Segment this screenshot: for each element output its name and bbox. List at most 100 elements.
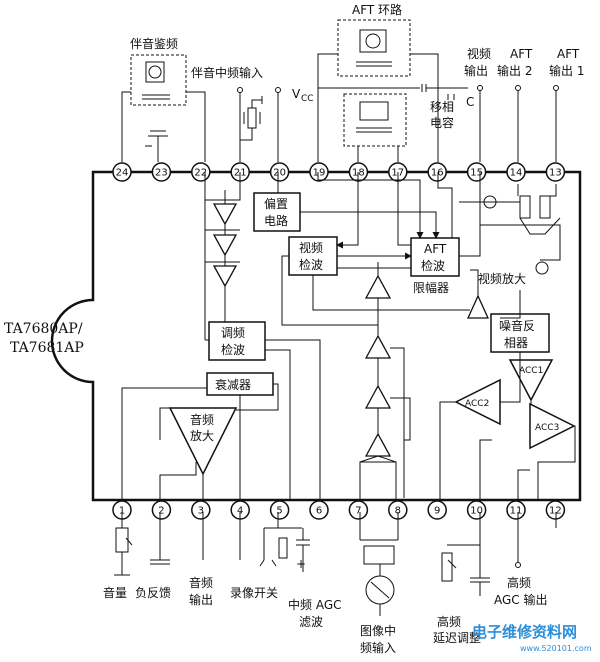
bottom-pin-circle-7 bbox=[348, 500, 369, 520]
fm-det-label-1: 调频 bbox=[221, 326, 245, 340]
top-pin-number-13: 13 bbox=[549, 168, 562, 179]
volume-label: 音量 bbox=[103, 585, 127, 600]
top-pin-circle-23 bbox=[151, 162, 172, 182]
top-pin-circle-15 bbox=[466, 162, 487, 182]
rf-agc-out-label-1: 高频 bbox=[507, 575, 531, 590]
aft-out2-label-1: AFT bbox=[510, 47, 533, 61]
image-if-label-2: 频输入 bbox=[360, 640, 396, 655]
aft-loop-label: AFT 环路 bbox=[352, 2, 402, 17]
image-if-label-1: 图像中 bbox=[360, 623, 396, 638]
rf-agc-delay-label-2: 延迟调整 bbox=[433, 630, 481, 645]
bottom-pin-number-4: 4 bbox=[237, 506, 243, 517]
fm-det-label-2: 检波 bbox=[221, 342, 245, 357]
bottom-pin-number-8: 8 bbox=[395, 506, 401, 517]
audio-out-label-2: 输出 bbox=[189, 592, 213, 607]
phase-cap-label-2: 电容 bbox=[430, 115, 454, 130]
audio-amp-triangle bbox=[168, 407, 238, 476]
top-pin-circle-24 bbox=[112, 162, 132, 182]
aft-coil-box bbox=[343, 93, 407, 147]
noise-inverter-block bbox=[490, 313, 550, 353]
aft-out1-label-1: AFT bbox=[557, 47, 580, 61]
audio-amp-label-2: 放大 bbox=[190, 428, 214, 443]
record-switch-label: 录像开关 bbox=[230, 586, 278, 600]
aft-det-label-1: AFT bbox=[424, 242, 447, 256]
bottom-pin-number-2: 2 bbox=[158, 506, 164, 517]
rf-agc-out-label-2: AGC 输出 bbox=[494, 592, 548, 607]
video-det-label-1: 视频 bbox=[299, 240, 323, 255]
cap-c-label: C bbox=[466, 95, 474, 109]
top-pin-number-24: 24 bbox=[116, 168, 129, 179]
acc3-label: ACC3 bbox=[535, 423, 559, 433]
bottom-pin-circle-9 bbox=[427, 500, 447, 520]
bottom-pin-number-12: 12 bbox=[549, 506, 562, 517]
vcc-label: V bbox=[292, 87, 301, 101]
video-out-label-1: 视频 bbox=[467, 46, 491, 61]
bottom-pin-number-5: 5 bbox=[276, 506, 282, 517]
noise-inv-label-1: 噪音反 bbox=[499, 318, 535, 333]
bottom-pin-number-1: 1 bbox=[119, 506, 125, 517]
bottom-pin-circle-12 bbox=[545, 500, 566, 520]
top-pin-circle-19 bbox=[309, 162, 329, 182]
bottom-pin-number-11: 11 bbox=[510, 506, 523, 517]
top-pin-circle-20 bbox=[269, 162, 290, 182]
acc3-triangle bbox=[529, 402, 576, 450]
bottom-pin-number-6: 6 bbox=[316, 506, 322, 517]
noise-inv-label-2: 相器 bbox=[504, 336, 528, 350]
top-pin-number-14: 14 bbox=[510, 168, 523, 179]
if-agc-label-1: 中频 AGC bbox=[288, 597, 342, 612]
watermark-text: 电子维修资料网 bbox=[472, 623, 577, 641]
bottom-pin-circle-6 bbox=[309, 500, 329, 520]
bottom-pin-circle-11 bbox=[506, 500, 526, 520]
video-out-label-2: 输出 bbox=[464, 63, 488, 78]
plus-label: + bbox=[296, 557, 306, 571]
acc1-label: ACC1 bbox=[519, 366, 543, 376]
top-pin-number-15: 15 bbox=[470, 168, 483, 179]
top-pin-number-22: 22 bbox=[194, 168, 207, 179]
vcc-sub-label: CC bbox=[301, 94, 314, 104]
aft-det-label-2: 检波 bbox=[421, 258, 445, 273]
aft-out1-label-2: 输出 1 bbox=[549, 63, 584, 78]
chip-outline bbox=[50, 170, 582, 502]
limiter-label: 限幅器 bbox=[413, 280, 449, 295]
if-agc-label-2: 滤波 bbox=[299, 615, 323, 629]
top-pin-number-16: 16 bbox=[431, 168, 444, 179]
top-pin-number-23: 23 bbox=[155, 168, 168, 179]
chip-name-line2: TA7681AP bbox=[10, 340, 84, 356]
bias-label-2: 电路 bbox=[264, 213, 288, 228]
phase-cap-label-1: 移相 bbox=[430, 100, 454, 114]
bottom-pin-number-7: 7 bbox=[355, 506, 361, 517]
top-pin-circle-13 bbox=[545, 162, 566, 182]
watermark-url: www.520101.com bbox=[520, 644, 592, 653]
bottom-pin-circle-10 bbox=[466, 500, 487, 520]
top-pin-number-20: 20 bbox=[273, 168, 286, 179]
bottom-pin-number-3: 3 bbox=[198, 506, 204, 517]
bias-circuit-block bbox=[253, 192, 301, 232]
attenuator-label: 衰减器 bbox=[215, 377, 251, 392]
neg-feedback-label: 负反馈 bbox=[135, 586, 171, 600]
video-det-label-2: 检波 bbox=[299, 257, 323, 272]
rf-agc-delay-label-1: 高频 bbox=[437, 614, 461, 629]
aft-out2-label-2: 输出 2 bbox=[497, 63, 532, 78]
bottom-pin-number-10: 10 bbox=[470, 506, 483, 517]
bottom-pin-circle-3 bbox=[191, 500, 211, 520]
bottom-pin-circle-5 bbox=[269, 500, 290, 520]
sound-detect-label: 伴音鉴频 bbox=[130, 36, 178, 51]
fm-detect-block bbox=[208, 321, 266, 361]
audio-amp-label-1: 音频 bbox=[190, 412, 214, 427]
video-detect-block bbox=[288, 236, 338, 276]
chip-name-line1: TA7680AP/ bbox=[4, 321, 83, 337]
top-pin-circle-14 bbox=[506, 162, 526, 182]
top-pin-circle-16 bbox=[427, 162, 447, 182]
bottom-pin-number-9: 9 bbox=[434, 506, 440, 517]
video-amp-label: 视频放大 bbox=[478, 271, 526, 286]
acc2-label: ACC2 bbox=[465, 399, 489, 409]
sound-detect-box bbox=[130, 54, 187, 106]
sound-if-input-label: 伴音中频输入 bbox=[191, 65, 263, 80]
bias-label-1: 偏置 bbox=[264, 196, 288, 211]
audio-out-label-1: 音频 bbox=[189, 575, 213, 590]
aft-loop-box bbox=[337, 19, 411, 77]
top-pin-number-19: 19 bbox=[313, 168, 326, 179]
bottom-pin-circle-2 bbox=[151, 500, 172, 520]
